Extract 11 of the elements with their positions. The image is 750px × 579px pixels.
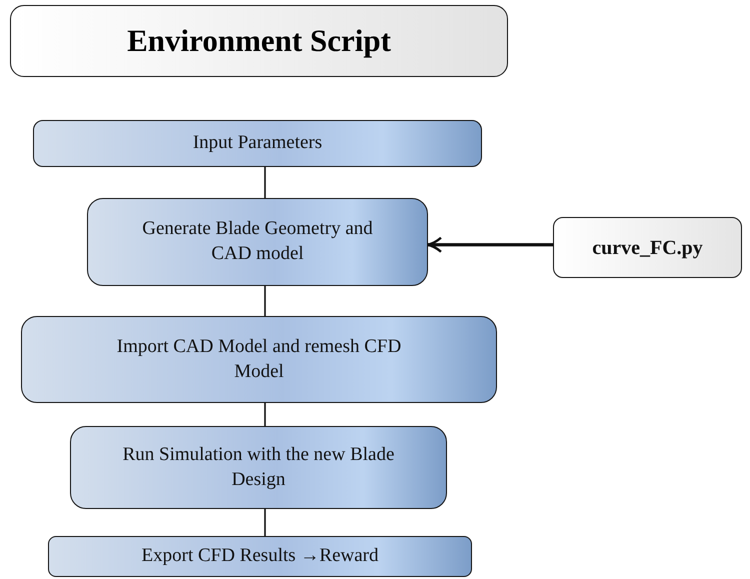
process-box: Run Simulation with the new Blade Design (70, 426, 447, 509)
process-box: Input Parameters (33, 120, 482, 167)
process-box: Generate Blade Geometry and CAD model (87, 198, 428, 286)
connector-line (264, 167, 266, 198)
process-box: Export CFD Results →Reward (48, 536, 472, 577)
connector-line (264, 509, 266, 536)
connector-line (264, 286, 266, 316)
title-box: Environment Script (10, 5, 508, 77)
connector-line (264, 403, 266, 426)
file-box: curve_FC.py (553, 217, 742, 278)
process-box: Import CAD Model and remesh CFD Model (21, 316, 497, 403)
